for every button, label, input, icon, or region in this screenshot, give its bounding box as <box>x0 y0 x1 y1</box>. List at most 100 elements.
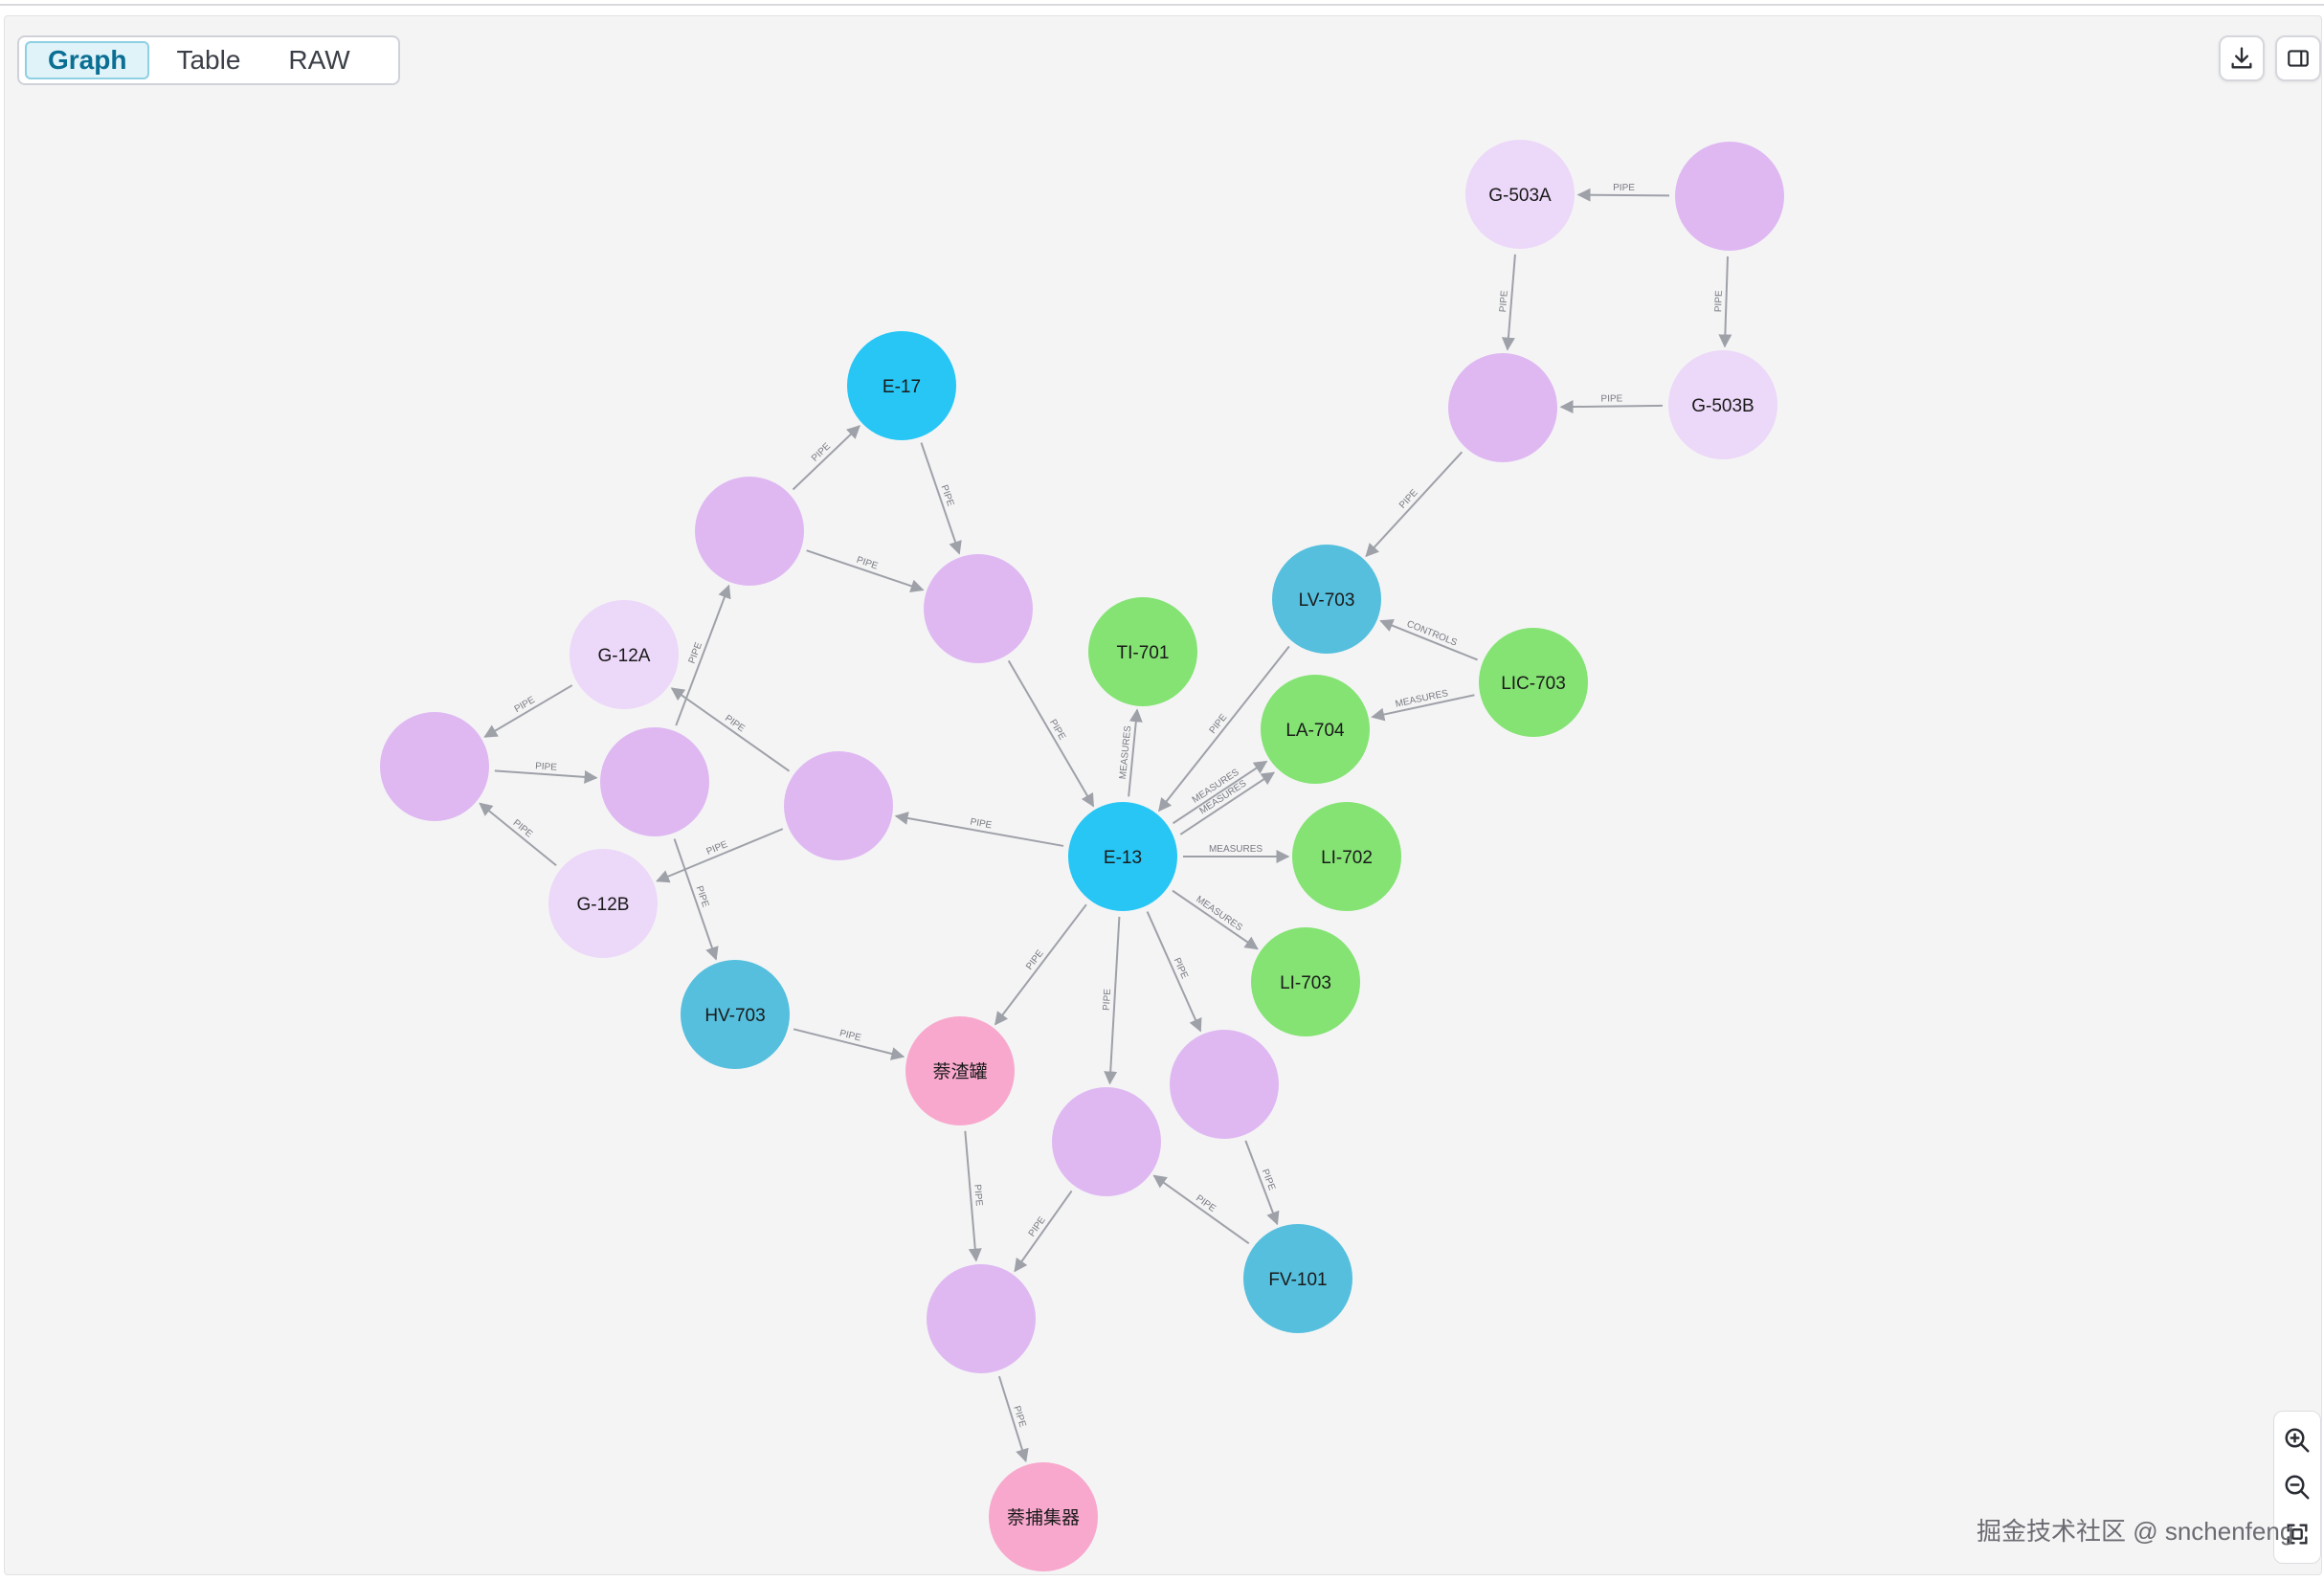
node-circle[interactable] <box>1479 628 1588 737</box>
edge-label: PIPE <box>723 713 747 734</box>
edge-p4-p1[interactable] <box>675 584 731 726</box>
zoom-out-icon <box>2285 1475 2310 1500</box>
node-circle[interactable] <box>1243 1224 1352 1333</box>
node-circle[interactable] <box>847 331 956 440</box>
edge-p4-HV-703[interactable] <box>673 838 719 961</box>
edge-p8-vessel2[interactable] <box>997 1375 1029 1463</box>
node-circle[interactable] <box>1292 802 1401 911</box>
graph-node-p5[interactable] <box>784 751 893 860</box>
graph-node-FV-101[interactable]: FV-101 <box>1243 1224 1352 1333</box>
node-circle[interactable] <box>927 1264 1036 1373</box>
tab-raw[interactable]: RAW <box>288 45 350 75</box>
graph-node-G-503B[interactable]: G-503B <box>1668 350 1777 459</box>
edge-label: PIPE <box>970 817 994 832</box>
node-circle[interactable] <box>905 1016 1015 1125</box>
graph-node-LV-703[interactable]: LV-703 <box>1272 545 1381 654</box>
zoom-out-button[interactable] <box>2278 1468 2316 1506</box>
node-circle[interactable] <box>548 849 658 958</box>
edge-p2-E-13[interactable] <box>1007 659 1095 808</box>
graph-node-TI-701[interactable]: TI-701 <box>1088 597 1197 706</box>
download-button[interactable] <box>2219 35 2265 81</box>
graph-node-p1[interactable] <box>695 477 804 586</box>
graph-svg[interactable]: PIPEPIPEPIPEPIPEPIPECONTROLSMEASURESPIPE… <box>4 15 2322 1575</box>
node-circle[interactable] <box>989 1462 1098 1571</box>
edge-E-13-LA-704[interactable] <box>1179 771 1276 835</box>
fit-screen-button[interactable] <box>2278 1515 2316 1553</box>
node-circle[interactable] <box>1052 1087 1161 1196</box>
node-circle[interactable] <box>570 600 679 709</box>
node-circle[interactable] <box>1068 802 1177 911</box>
edge-p10-G-503A[interactable] <box>1576 188 1670 202</box>
edge-G-12B-p3[interactable] <box>479 802 557 867</box>
edge-LV-703-E-13[interactable] <box>1157 645 1290 813</box>
edge-LIC-703-LA-704[interactable] <box>1371 694 1475 722</box>
edge-LIC-703-LV-703[interactable] <box>1379 619 1478 661</box>
node-circle[interactable] <box>681 960 790 1069</box>
node-circle[interactable] <box>695 477 804 586</box>
node-circle[interactable] <box>1465 140 1575 249</box>
edge-E-13-TI-701[interactable] <box>1128 708 1143 797</box>
graph-node-G-12B[interactable]: G-12B <box>548 849 658 958</box>
graph-node-p7[interactable] <box>1052 1087 1161 1196</box>
edge-E-13-p6[interactable] <box>1146 911 1202 1033</box>
graph-node-p11[interactable] <box>1448 353 1557 462</box>
edge-vessel1-p8[interactable] <box>964 1130 982 1262</box>
edge-E-13-p7[interactable] <box>1104 916 1121 1085</box>
edge-p3-p4[interactable] <box>494 769 598 784</box>
node-circle[interactable] <box>1675 142 1784 251</box>
graph-node-vessel1[interactable]: 萘渣罐 <box>905 1016 1015 1125</box>
edge-p10-G-503B[interactable] <box>1718 256 1732 348</box>
node-circle[interactable] <box>1170 1030 1279 1139</box>
tab-graph[interactable]: Graph <box>25 41 150 79</box>
edge-E-13-LI-703[interactable] <box>1172 889 1259 950</box>
graph-node-p6[interactable] <box>1170 1030 1279 1139</box>
node-circle[interactable] <box>1088 597 1197 706</box>
watermark: 掘金技术社区 @ snchenfeng <box>1977 1517 2294 1546</box>
edge-p6-FV-101[interactable] <box>1244 1140 1280 1226</box>
edge-p7-p8[interactable] <box>1014 1190 1073 1273</box>
node-circle[interactable] <box>1668 350 1777 459</box>
node-circle[interactable] <box>380 712 489 821</box>
node-circle[interactable] <box>1251 927 1360 1036</box>
edge-p5-G-12A[interactable] <box>670 687 791 772</box>
node-circle[interactable] <box>1272 545 1381 654</box>
tab-table[interactable]: Table <box>176 45 241 75</box>
graph-node-p4[interactable] <box>600 727 709 836</box>
edge-G-503A-p11[interactable] <box>1501 254 1516 351</box>
graph-node-E-17[interactable]: E-17 <box>847 331 956 440</box>
edge-HV-703-vessel1[interactable] <box>793 1028 905 1060</box>
graph-node-G-503A[interactable]: G-503A <box>1465 140 1575 249</box>
node-circle[interactable] <box>1448 353 1557 462</box>
graph-node-E-13[interactable]: E-13 <box>1068 802 1177 911</box>
graph-node-p3[interactable] <box>380 712 489 821</box>
edge-E-13-LA-704[interactable] <box>1172 760 1268 825</box>
edge-E-13-vessel1[interactable] <box>994 903 1087 1026</box>
node-circle[interactable] <box>600 727 709 836</box>
graph-node-G-12A[interactable]: G-12A <box>570 600 679 709</box>
edge-FV-101-p7[interactable] <box>1152 1174 1250 1245</box>
edge-G-12A-p3[interactable] <box>483 684 573 738</box>
graph-node-p2[interactable] <box>924 554 1033 663</box>
side-panel-button[interactable] <box>2275 35 2321 81</box>
graph-node-LI-703[interactable]: LI-703 <box>1251 927 1360 1036</box>
edge-E-13-p5[interactable] <box>894 812 1064 847</box>
graph-node-LA-704[interactable]: LA-704 <box>1261 675 1370 784</box>
graph-node-LIC-703[interactable]: LIC-703 <box>1479 628 1588 737</box>
edge-p11-LV-703[interactable] <box>1365 451 1464 558</box>
zoom-in-icon <box>2285 1428 2310 1453</box>
node-circle[interactable] <box>784 751 893 860</box>
edge-G-503B-p11[interactable] <box>1559 400 1664 414</box>
edge-p1-E-17[interactable] <box>792 425 860 491</box>
graph-node-HV-703[interactable]: HV-703 <box>681 960 790 1069</box>
node-circle[interactable] <box>1261 675 1370 784</box>
edge-p1-p2[interactable] <box>806 549 925 593</box>
edge-p5-G-12B[interactable] <box>656 828 784 883</box>
graph-node-LI-702[interactable]: LI-702 <box>1292 802 1401 911</box>
graph-node-p10[interactable] <box>1675 142 1784 251</box>
graph-node-p8[interactable] <box>927 1264 1036 1373</box>
edge-E-17-p2[interactable] <box>920 442 962 555</box>
zoom-in-button[interactable] <box>2278 1421 2316 1459</box>
node-circle[interactable] <box>924 554 1033 663</box>
graph-node-vessel2[interactable]: 萘捕集器 <box>989 1462 1098 1571</box>
